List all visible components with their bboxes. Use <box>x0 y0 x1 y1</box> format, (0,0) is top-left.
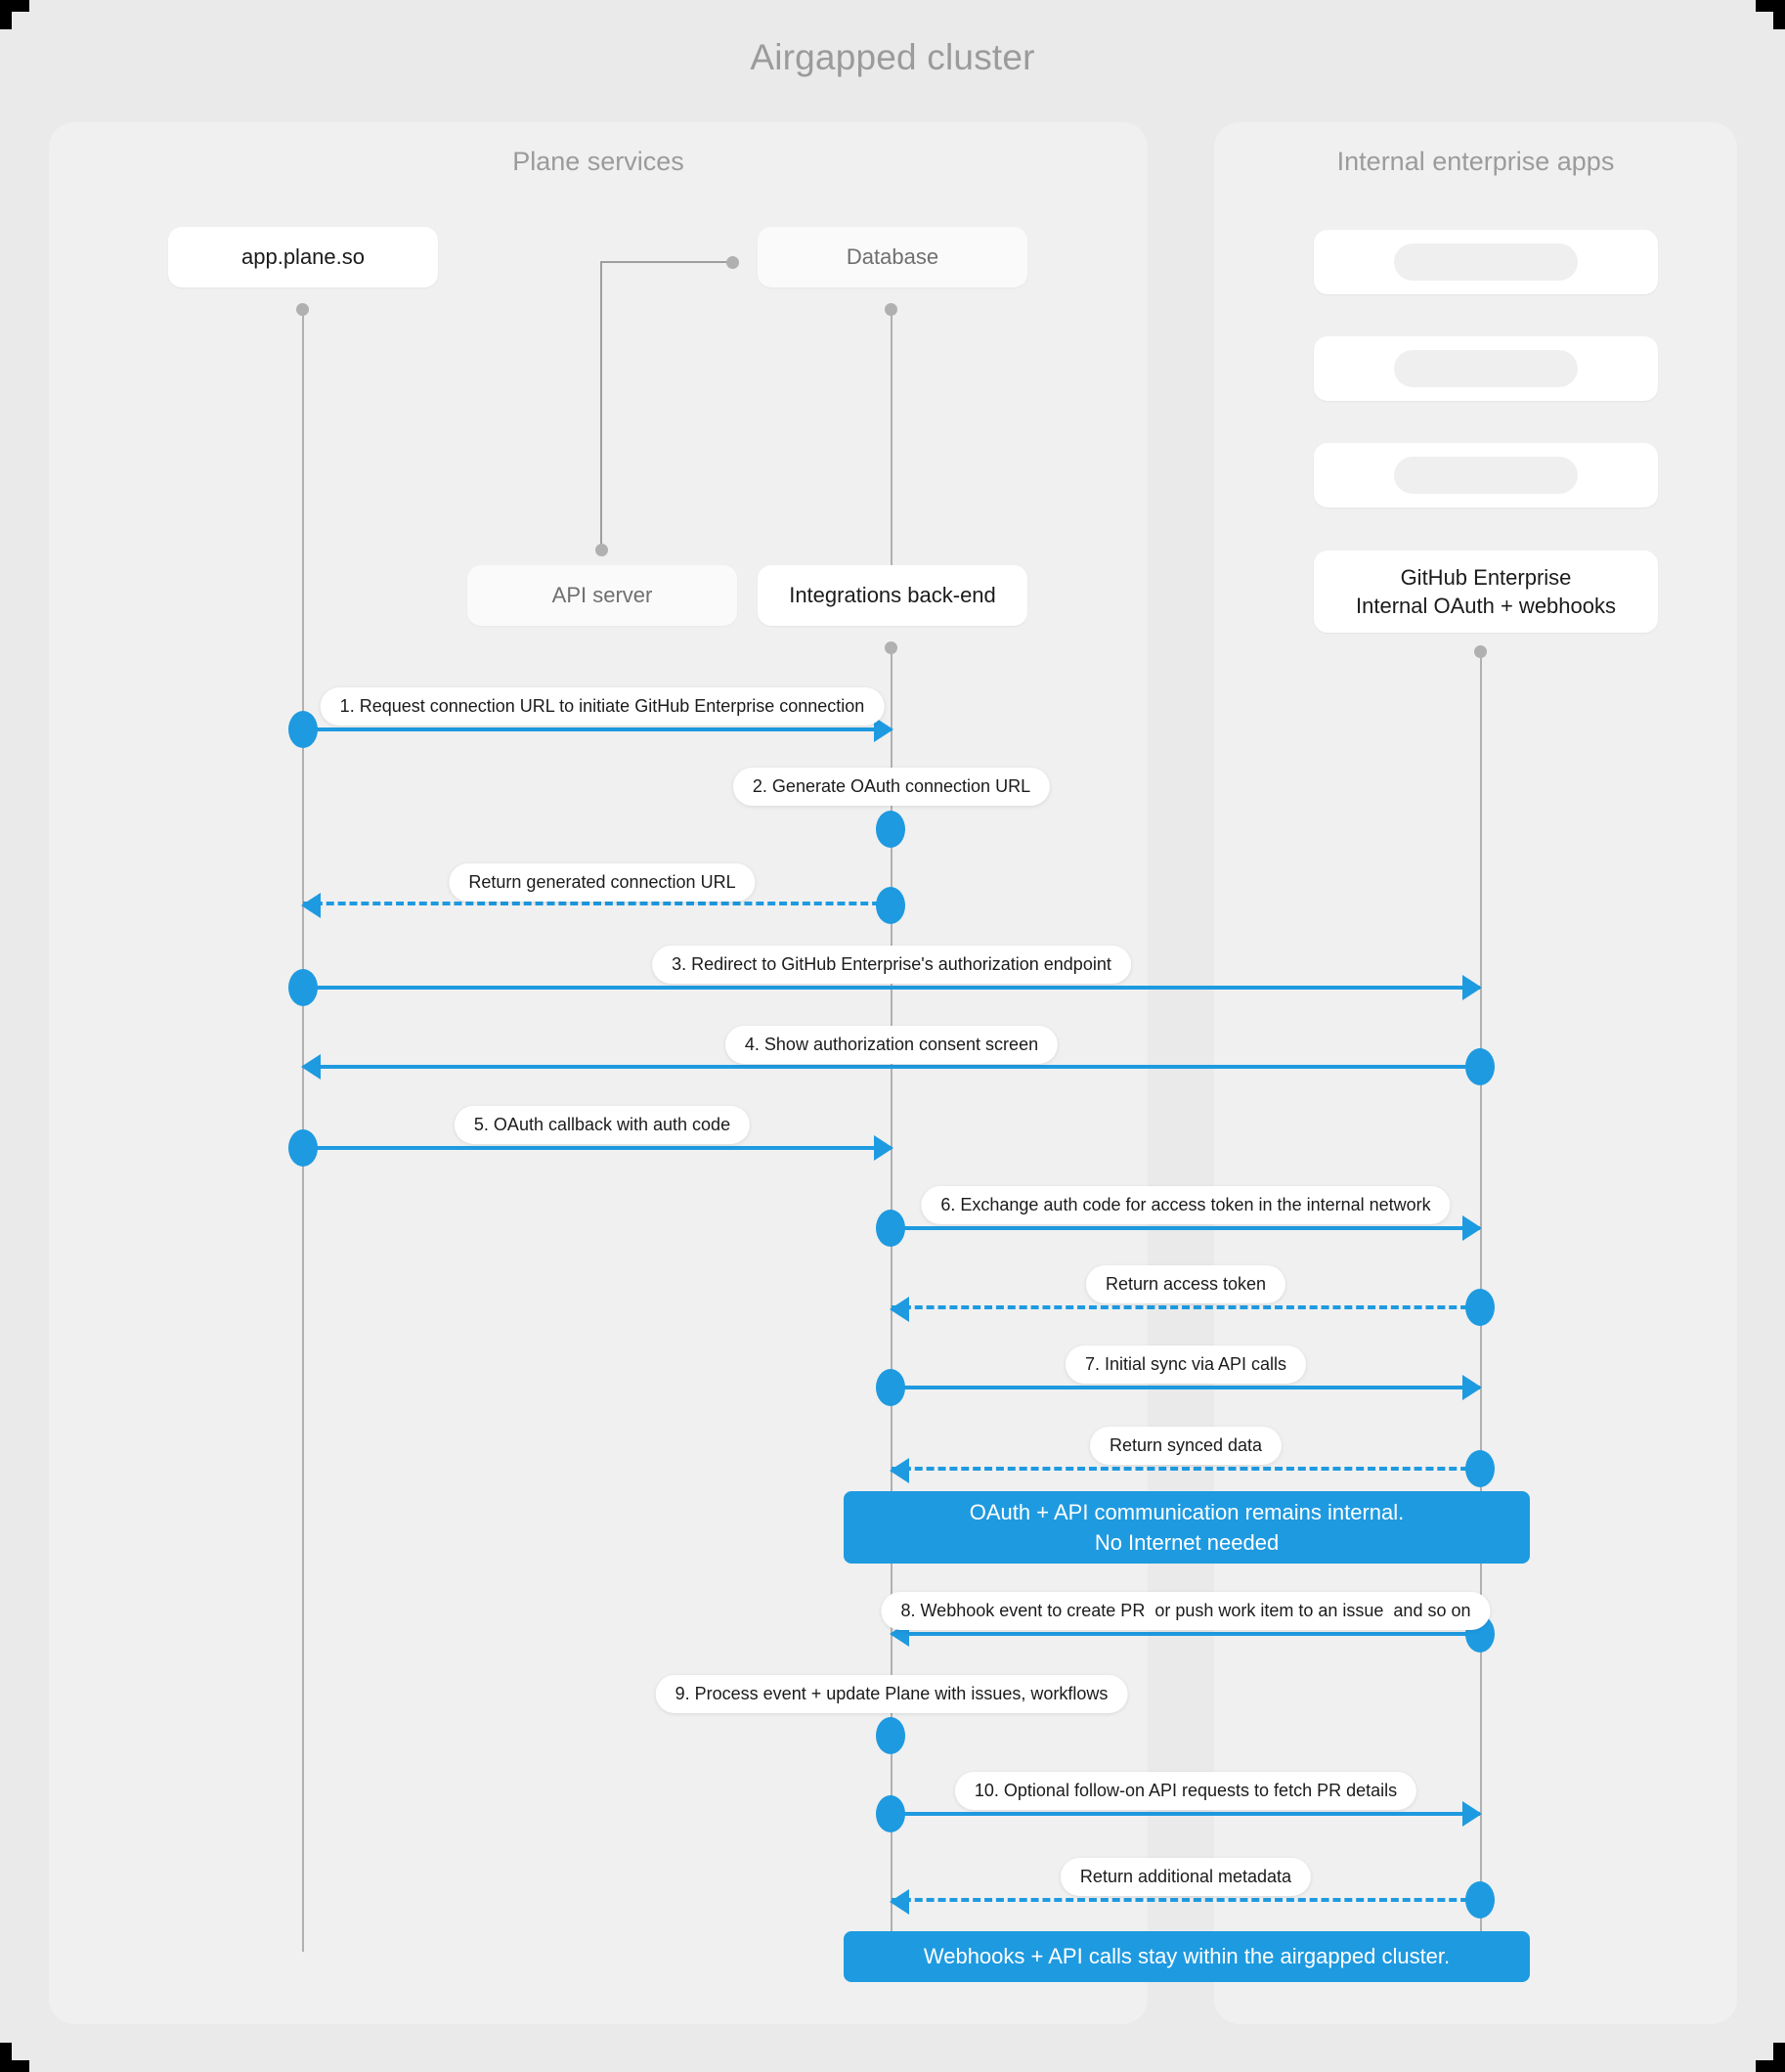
message-arrow-8 <box>890 1297 1480 1322</box>
participant-placeholder-app-2[interactable] <box>1314 336 1658 401</box>
message-label-9: 7. Initial sync via API calls <box>1065 1345 1307 1384</box>
message-label-3: Return generated connection URL <box>449 863 756 902</box>
participant-database[interactable]: Database <box>758 227 1027 287</box>
message-label-13: 10. Optional follow-on API requests to f… <box>954 1772 1417 1810</box>
message-arrow-11 <box>890 1621 1480 1647</box>
note-line-1: OAuth + API communication remains intern… <box>969 1499 1405 1524</box>
participant-integrations-backend[interactable]: Integrations back-end <box>758 565 1027 626</box>
activation-dot-github-5 <box>1465 1048 1495 1085</box>
participant-placeholder-app-3[interactable] <box>1314 443 1658 507</box>
lifeline-dot-integrations <box>885 641 897 654</box>
arrowhead-left-icon <box>890 1889 909 1915</box>
skeleton-pill-icon <box>1394 243 1578 281</box>
arrowhead-right-icon <box>1462 1375 1482 1400</box>
note-banner-internal-communication: OAuth + API communication remains intern… <box>844 1491 1530 1564</box>
arrowhead-left-icon <box>890 1458 909 1483</box>
note-banner-airgapped-cluster: Webhooks + API calls stay within the air… <box>844 1931 1530 1982</box>
corner-mark-top-right <box>1756 0 1785 29</box>
arrowhead-left-icon <box>301 1054 321 1080</box>
participant-api-server[interactable]: API server <box>467 565 737 626</box>
message-label-6: 5. OAuth callback with auth code <box>454 1106 751 1144</box>
message-label-11: 8. Webhook event to create PR or push wo… <box>881 1592 1491 1630</box>
message-arrow-7 <box>892 1215 1482 1241</box>
message-arrow-5 <box>301 1054 1480 1080</box>
activation-dot-github-8 <box>1465 1289 1495 1326</box>
corner-mark-top-left <box>0 0 29 29</box>
activation-dot-integrations-2 <box>876 811 905 848</box>
note-line-2: No Internet needed <box>1094 1530 1280 1555</box>
message-label-2: 2. Generate OAuth connection URL <box>732 768 1051 806</box>
message-arrow-9 <box>892 1375 1482 1400</box>
message-label-7: 6. Exchange auth code for access token i… <box>921 1186 1451 1224</box>
activation-dot-github-10 <box>1465 1450 1495 1487</box>
panel-plane-services <box>49 122 1148 2024</box>
message-label-8: Return access token <box>1085 1265 1286 1303</box>
participant-placeholder-app-1[interactable] <box>1314 230 1658 294</box>
participant-app-plane-so[interactable]: app.plane.so <box>168 227 438 287</box>
message-label-4: 3. Redirect to GitHub Enterprise's autho… <box>652 946 1131 984</box>
note-line-1: Webhooks + API calls stay within the air… <box>923 1944 1451 1969</box>
activation-dot-integrations-12 <box>876 1717 905 1754</box>
corner-mark-bottom-right <box>1756 2043 1785 2072</box>
activation-dot-integrations-9 <box>876 1369 905 1406</box>
arrowhead-right-icon <box>1462 1215 1482 1241</box>
message-arrow-13 <box>892 1801 1482 1827</box>
arrowhead-right-icon <box>1462 1801 1482 1827</box>
panel-title-internal-enterprise-apps: Internal enterprise apps <box>1336 147 1615 176</box>
lifeline-dot-github <box>1474 645 1487 658</box>
panel-title-plane-services: Plane services <box>512 147 684 176</box>
arrowhead-right-icon <box>874 1135 893 1161</box>
message-arrow-6 <box>303 1135 893 1161</box>
arrowhead-left-icon <box>301 893 321 918</box>
connector-endpoint-dot-api-server <box>595 544 608 556</box>
arrowhead-right-icon <box>1462 975 1482 1000</box>
message-arrow-1 <box>303 717 893 742</box>
message-label-14: Return additional metadata <box>1060 1858 1312 1896</box>
arrowhead-left-icon <box>890 1297 909 1322</box>
lifeline-dot-database <box>885 303 897 316</box>
participant-github-enterprise[interactable]: GitHub Enterprise Internal OAuth + webho… <box>1314 551 1658 633</box>
activation-dot-app-4 <box>288 969 318 1006</box>
message-label-12: 9. Process event + update Plane with iss… <box>655 1675 1128 1713</box>
activation-dot-github-14 <box>1465 1881 1495 1918</box>
skeleton-pill-icon <box>1394 350 1578 387</box>
corner-mark-bottom-left <box>0 2043 29 2072</box>
message-label-5: 4. Show authorization consent screen <box>724 1026 1059 1064</box>
activation-dot-app-1 <box>288 711 318 748</box>
activation-dot-integrations-3 <box>876 887 905 924</box>
message-arrow-10 <box>890 1458 1480 1483</box>
message-arrow-3 <box>301 893 892 918</box>
skeleton-pill-icon <box>1394 457 1578 494</box>
message-arrow-14 <box>890 1889 1480 1915</box>
activation-dot-app-6 <box>288 1129 318 1167</box>
lifeline-database <box>891 309 892 565</box>
lifeline-dot-app <box>296 303 309 316</box>
message-label-10: Return synced data <box>1089 1427 1283 1465</box>
connector-endpoint-dot-database <box>726 256 739 269</box>
arrowhead-right-icon <box>874 717 893 742</box>
message-label-1: 1. Request connection URL to initiate Gi… <box>320 687 885 726</box>
diagram-title: Airgapped cluster <box>750 37 1035 77</box>
activation-dot-integrations-7 <box>876 1210 905 1247</box>
message-arrow-4 <box>303 975 1482 1000</box>
activation-dot-integrations-13 <box>876 1795 905 1832</box>
